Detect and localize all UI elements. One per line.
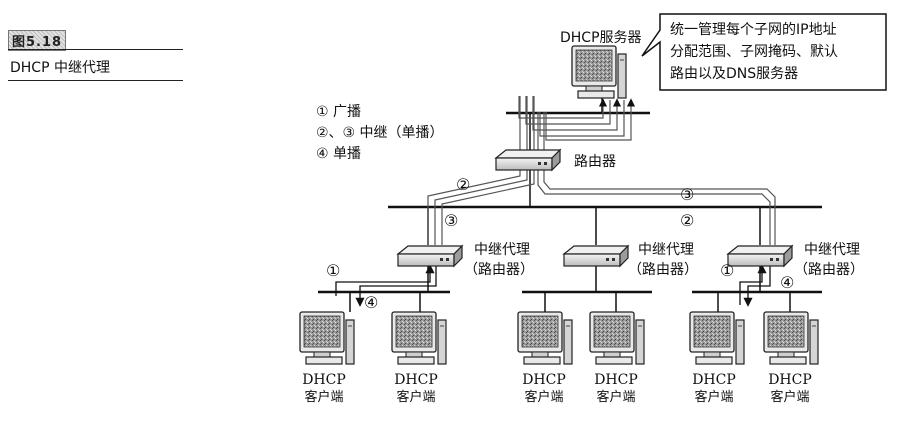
server-label: DHCP服务器	[560, 30, 642, 46]
dhcp-client-1	[299, 311, 355, 365]
client-path-right	[739, 264, 771, 307]
client-5-line1: DHCP	[692, 372, 736, 388]
relay-agent-left-line1: 中继代理	[474, 242, 530, 258]
callout-box	[641, 13, 887, 91]
dhcp-server	[571, 45, 627, 99]
relay-path-left	[427, 96, 535, 245]
router-label: 路由器	[574, 154, 616, 170]
step-marker-4-left: ④	[364, 293, 378, 312]
callout-line-3: 路由以及DNS服务器	[670, 66, 798, 82]
client-4-line1: DHCP	[594, 372, 638, 388]
step-marker-3-backbone-left: ③	[444, 211, 458, 230]
relay-agent-right-line2: （路由器）	[794, 262, 864, 278]
step-marker-1-left: ①	[326, 261, 340, 280]
relay-agent-right-line1: 中继代理	[804, 242, 860, 258]
relay-agent-router-right	[727, 245, 793, 267]
dhcp-client-3	[517, 311, 573, 365]
legend-line-1: ① 广播	[316, 104, 361, 120]
step-marker-2-backbone-right: ②	[680, 211, 694, 230]
router	[495, 149, 561, 171]
relay-path-right	[537, 112, 776, 245]
dhcp-client-2	[391, 311, 447, 365]
legend-line-3: ④ 单播	[316, 146, 361, 162]
relay-agent-router-middle	[563, 245, 629, 267]
figure-caption: DHCP 中继代理	[10, 60, 110, 76]
step-marker-1-right: ①	[720, 261, 734, 280]
dhcp-client-5	[689, 311, 745, 365]
client-2-line2: 客户端	[396, 389, 435, 405]
relay-path-server	[518, 96, 636, 141]
callout-line-2: 分配范围、子网掩码、默认	[670, 43, 838, 60]
client-4-line2: 客户端	[596, 389, 635, 405]
client-1-line1: DHCP	[302, 372, 346, 388]
relay-agent-middle-line1: 中继代理	[638, 242, 694, 258]
caption-bottom-rule	[8, 80, 183, 81]
caption-top-rule	[8, 49, 183, 50]
client-3-line2: 客户端	[524, 389, 563, 405]
relay-agent-left-line2: （路由器）	[464, 262, 534, 278]
client-path-left	[335, 264, 437, 307]
callout-line-1: 统一管理每个子网的IP地址	[670, 22, 837, 38]
dhcp-client-6	[763, 311, 819, 365]
client-3-line1: DHCP	[522, 372, 566, 388]
dhcp-client-4	[589, 311, 645, 365]
client-1-line2: 客户端	[304, 389, 343, 405]
step-marker-2-backbone-left: ②	[456, 175, 470, 194]
client-6-line1: DHCP	[768, 372, 812, 388]
figure-number: 图5.18	[8, 30, 67, 51]
step-marker-3-backbone-right: ③	[680, 185, 694, 204]
client-5-line2: 客户端	[694, 389, 733, 405]
client-2-line1: DHCP	[394, 372, 438, 388]
legend-line-2: ②、③ 中继（单播）	[316, 125, 444, 141]
relay-agent-middle-line2: （路由器）	[628, 262, 698, 278]
step-marker-4-right: ④	[780, 273, 794, 292]
client-6-line2: 客户端	[770, 389, 809, 405]
relay-agent-router-left	[397, 245, 463, 267]
